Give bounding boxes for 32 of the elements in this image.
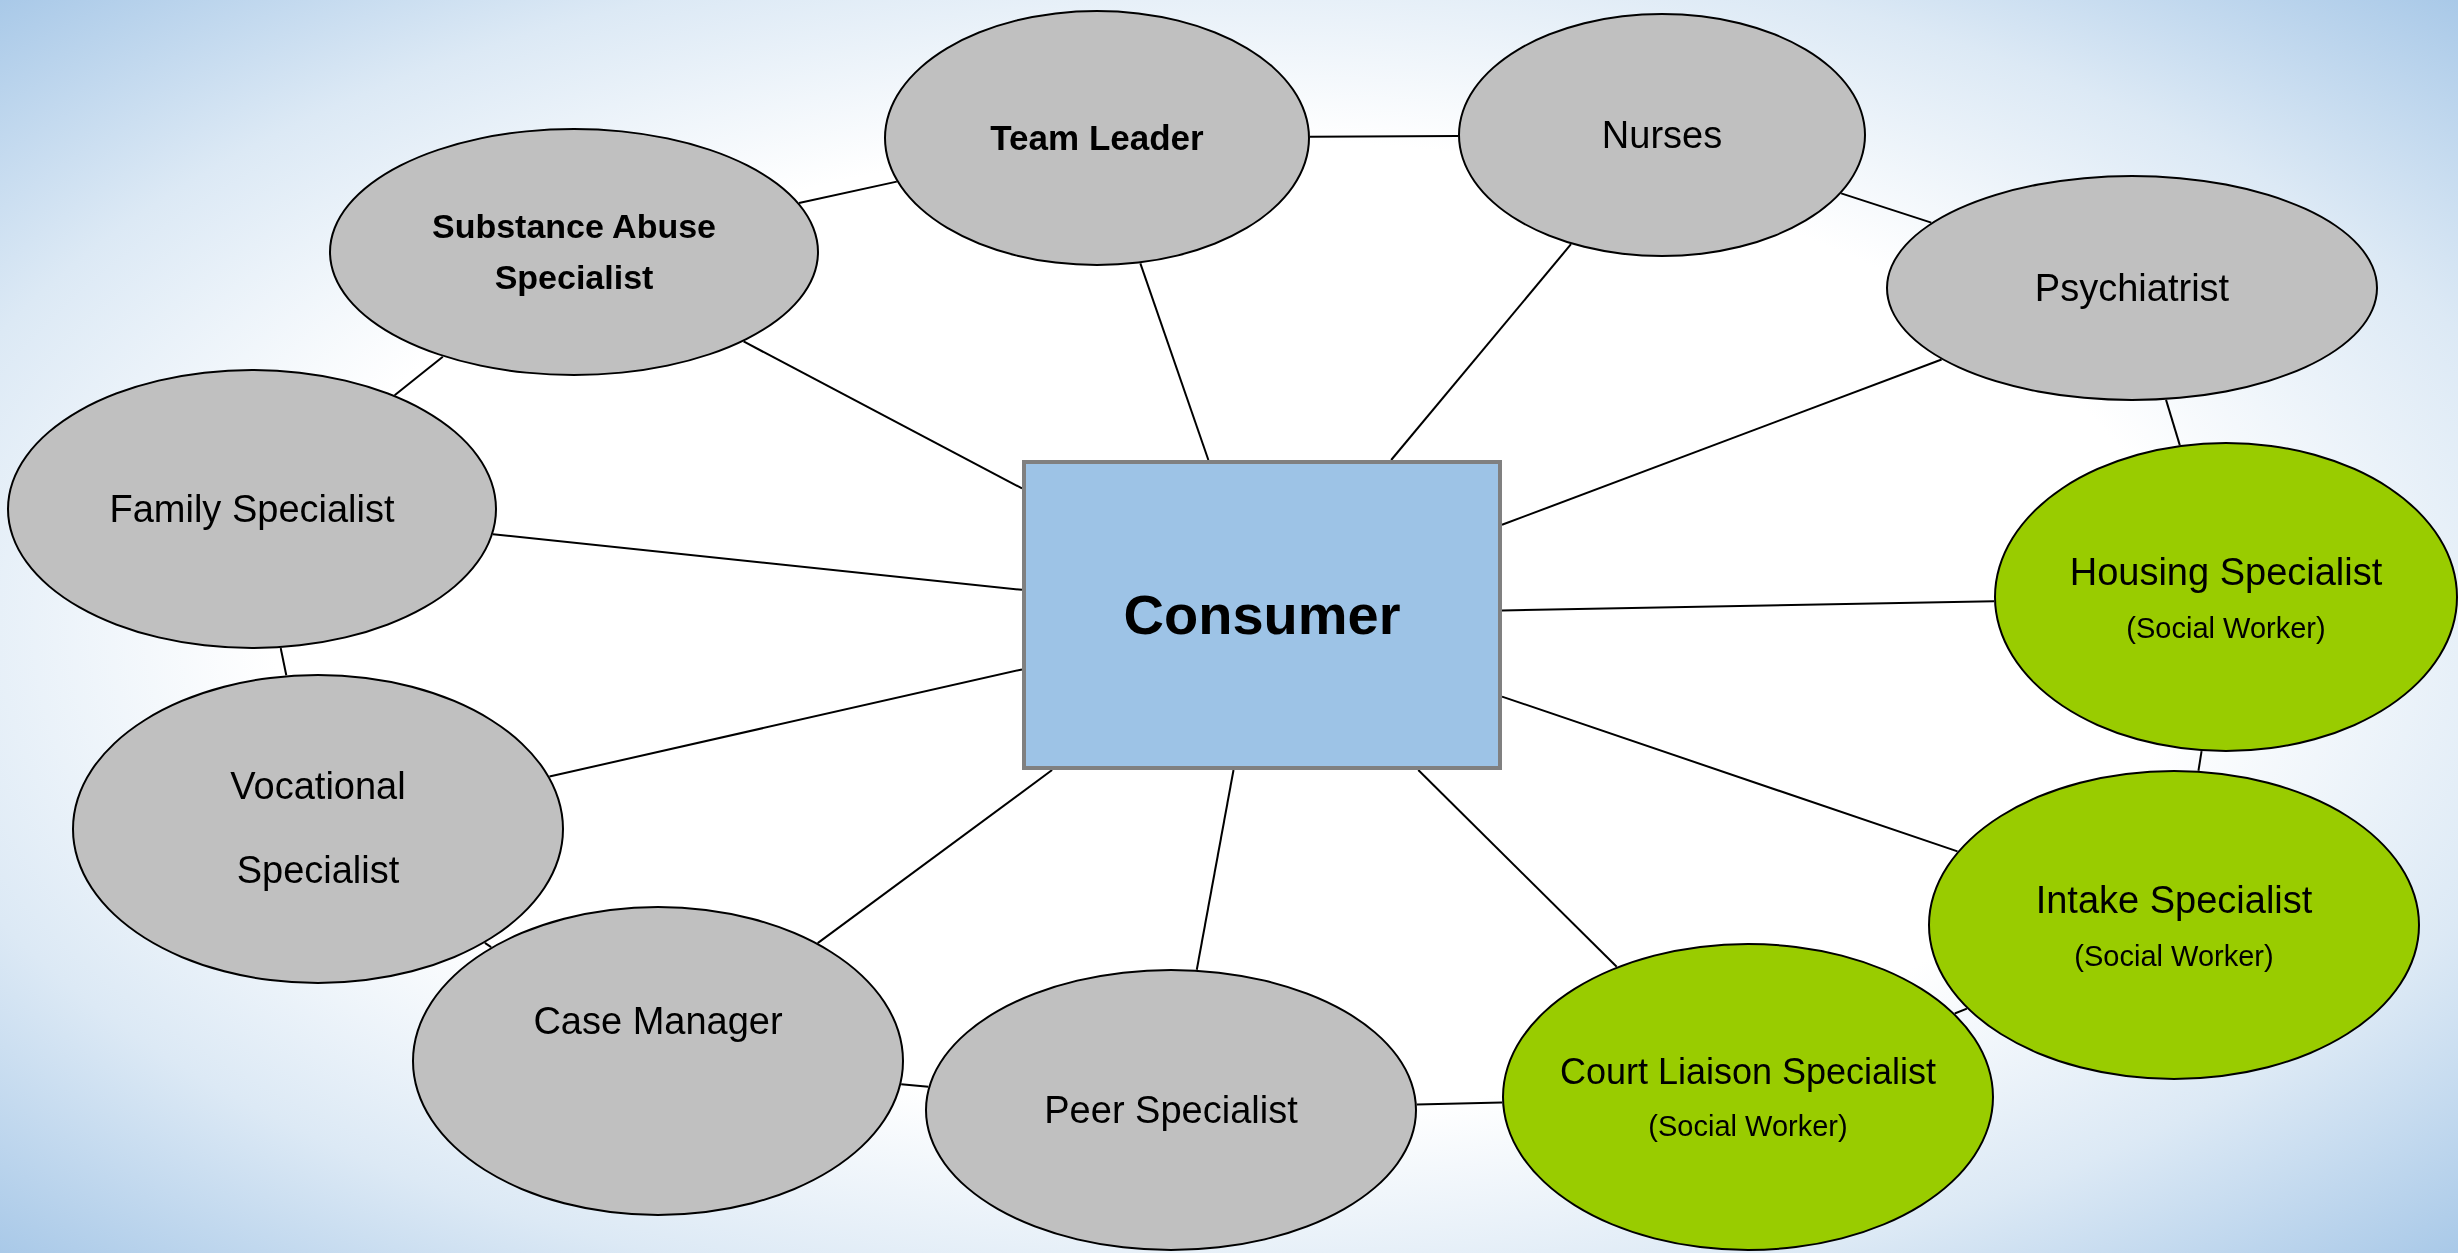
connector-line [548, 668, 1023, 778]
consumer-label: Consumer [1123, 582, 1401, 648]
connector-line [1415, 1101, 1504, 1106]
role-note: (Social Worker) [1648, 1109, 1848, 1145]
role-label: Housing Specialist [2069, 549, 2383, 595]
role-note: (Social Worker) [2126, 610, 2326, 646]
role-label: Substance Abuse Specialist [430, 206, 717, 298]
connector-line [1501, 358, 1943, 526]
connector-line [1501, 600, 1996, 612]
role-label: Case Manager [533, 998, 783, 1044]
connector-line [1390, 243, 1572, 461]
connector-line [1195, 769, 1235, 971]
role-label: Peer Specialist [1044, 1087, 1298, 1133]
role-label: Nurses [1601, 112, 1723, 158]
connector-line [1840, 192, 1933, 224]
connector-line [1501, 695, 1959, 853]
connector-line [1417, 769, 1618, 968]
role-label: Intake Specialist [2035, 877, 2313, 923]
connector-line [2197, 750, 2203, 772]
connector-line [1309, 135, 1459, 138]
connector-line [279, 647, 288, 677]
role-label: Court Liaison Specialist [1559, 1050, 1937, 1095]
role-note: (Social Worker) [2074, 938, 2274, 974]
role-label: Team Leader [990, 116, 1204, 159]
connector-line [393, 355, 444, 397]
role-label: Vocational Specialist [229, 764, 407, 893]
connector-line [816, 769, 1054, 945]
role-label: Psychiatrist [2034, 265, 2230, 311]
connector-line [742, 340, 1023, 490]
connector-line [798, 180, 898, 204]
role-label: Family Specialist [109, 486, 395, 532]
consumer-box [1022, 460, 1502, 770]
